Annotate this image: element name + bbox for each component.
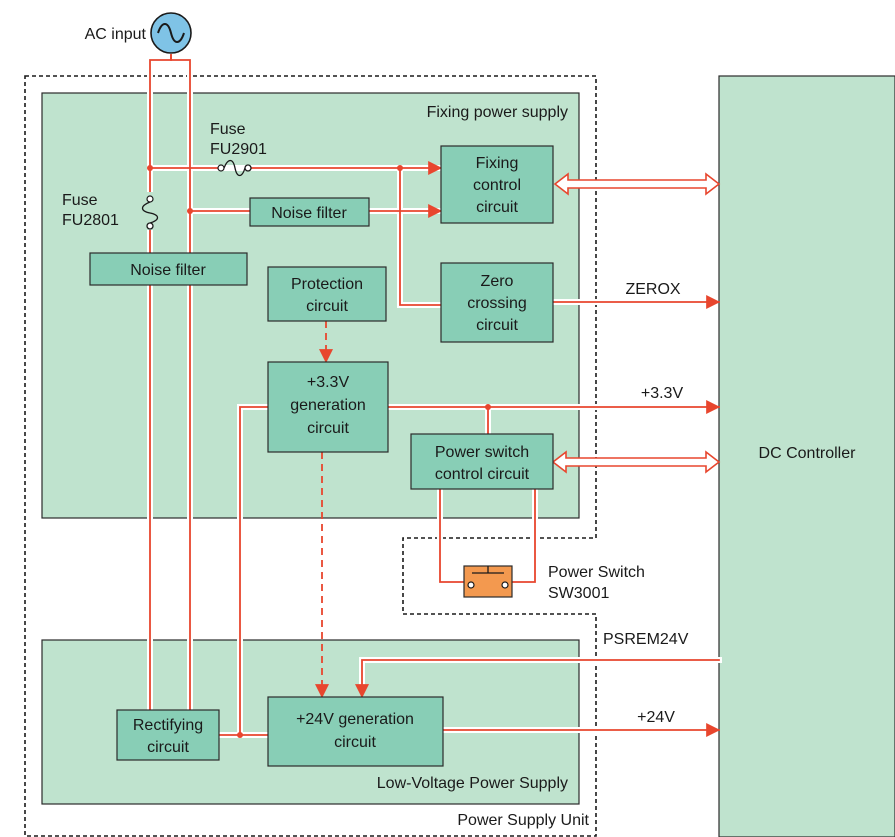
noise-filter-upper-label: Noise filter	[271, 205, 347, 222]
power-switch-control-circuit-block	[410, 433, 554, 490]
fuse-fu2901-id: FU2901	[210, 141, 267, 158]
power-switch-control-label-1: Power switch	[435, 444, 529, 461]
noise-filter-left-block	[89, 252, 248, 286]
fixing-control-label-1: Fixing	[476, 155, 519, 172]
fuse-fu2901-label: Fuse	[210, 121, 246, 138]
power-supply-unit-boundary	[24, 75, 597, 837]
fixing-control-bus-arrow	[553, 172, 721, 196]
power-switch-label-1: Power Switch	[548, 564, 645, 581]
fixing-control-circuit-block	[440, 145, 554, 224]
wires	[149, 54, 721, 737]
v33-signal-label: +3.3V	[641, 385, 684, 402]
fuse-fu2801-id: FU2801	[62, 212, 119, 229]
v33-generation-label-2: generation	[290, 397, 366, 414]
protection-circuit-label-2: circuit	[306, 298, 348, 315]
power-switch-icon	[463, 565, 513, 598]
power-switch-loop-return	[511, 488, 536, 583]
rectifying-circuit-block	[116, 709, 220, 761]
v24-generation-circuit-block	[267, 696, 444, 767]
rectifying-circuit-label-1: Rectifying	[133, 717, 203, 734]
dc-controller-block	[718, 75, 895, 837]
power-supply-unit-label: Power Supply Unit	[457, 812, 589, 829]
protection-circuit-block	[267, 266, 387, 322]
ac-line-right	[170, 54, 191, 711]
ac-source-icon	[150, 12, 192, 54]
zerox-signal-label: ZEROX	[625, 281, 680, 298]
psrem24v-signal-label: PSREM24V	[603, 631, 689, 648]
zero-crossing-label-2: crossing	[467, 295, 527, 312]
v24-generation-label-1: +24V generation	[296, 711, 414, 728]
v24-generation-label-2: circuit	[334, 734, 376, 751]
v33-generation-label-1: +3.3V	[307, 374, 350, 391]
v24-signal-label: +24V	[637, 709, 675, 726]
protection-circuit-label-1: Protection	[291, 276, 363, 293]
power-switch-control-label-2: control circuit	[435, 466, 530, 483]
to-zero-crossing-wire	[399, 167, 442, 306]
fixing-power-supply-label: Fixing power supply	[427, 104, 568, 121]
junction-dots	[147, 165, 491, 738]
v33-generation-circuit-block	[267, 361, 389, 453]
fuse-fu2801-label: Fuse	[62, 192, 98, 209]
zero-crossing-label-1: Zero	[481, 273, 514, 290]
rectifying-circuit-label-2: circuit	[147, 739, 189, 756]
v33-generation-label-3: circuit	[307, 420, 349, 437]
fuse-fu2801-icon	[141, 192, 159, 230]
rectified-dc-to-v33	[218, 406, 269, 736]
low-voltage-power-supply-label: Low-Voltage Power Supply	[377, 775, 568, 792]
psrem24v-arrow	[355, 659, 720, 699]
power-switch-control-bus-arrow	[551, 450, 721, 474]
fixing-control-label-2: control	[473, 177, 521, 194]
zero-crossing-circuit-block	[440, 262, 554, 343]
fixing-control-label-3: circuit	[476, 199, 518, 216]
ac-input-label: AC input	[85, 26, 147, 43]
fuse-fu2901-icon	[217, 159, 252, 177]
power-switch-label-2: SW3001	[548, 585, 609, 602]
noise-filter-left-label: Noise filter	[130, 262, 206, 279]
dc-controller-label: DC Controller	[759, 445, 857, 462]
noise-filter-upper-block	[249, 197, 370, 227]
power-switch-loop	[439, 488, 465, 583]
zero-crossing-label-3: circuit	[476, 317, 518, 334]
